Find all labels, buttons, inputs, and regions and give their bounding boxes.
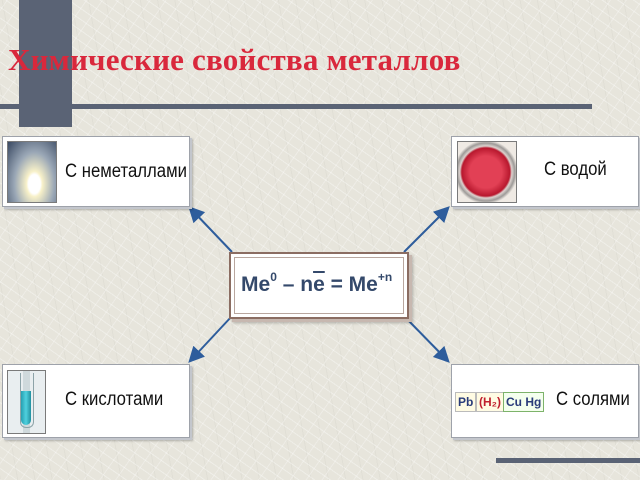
formula-sup-plus-n: +n (377, 270, 393, 284)
flame-image-icon (7, 141, 57, 203)
box-nonmetals: С неметаллами (2, 136, 190, 207)
title-underline-rule (0, 104, 592, 109)
oxidation-formula: Me0 – ne = Me+n (241, 270, 393, 297)
box-acids-label: С кислотами (65, 389, 164, 410)
series-pb: Pb (455, 392, 477, 412)
formula-minus-n: – n (276, 273, 314, 296)
bottom-decor-rule (496, 458, 640, 463)
arrow-to-salts (403, 315, 450, 363)
box-nonmetals-label: С неметаллами (65, 161, 187, 182)
formula-box-inner-border (234, 257, 404, 314)
formula-box: Me0 – ne = Me+n (229, 252, 409, 319)
formula-equals-me: = Me (324, 273, 378, 296)
arrow-to-acids (188, 315, 233, 363)
test-tube-glass (20, 373, 34, 428)
box-salts-label: С солями (556, 389, 630, 410)
arrow-to-nonmetals (188, 206, 233, 253)
box-acids: С кислотами (2, 364, 190, 438)
box-water-label: С водой (544, 159, 607, 180)
formula-me: Me (241, 273, 271, 296)
test-tube-image-icon (7, 370, 46, 434)
box-water: С водой (451, 136, 639, 207)
arrow-to-water (403, 206, 450, 253)
formula-sup-zero: 0 (270, 270, 277, 284)
series-hg: Hg (525, 395, 542, 409)
formula-electron: e (313, 273, 325, 296)
page-title: Химические свойства металлов (8, 42, 461, 77)
series-h2: (H₂) (476, 392, 504, 412)
test-tube-liquid (21, 391, 31, 425)
petri-dish-image-icon (457, 141, 517, 203)
series-cu-hg: Cu Hg (503, 392, 545, 412)
series-cu: Cu (506, 395, 522, 409)
